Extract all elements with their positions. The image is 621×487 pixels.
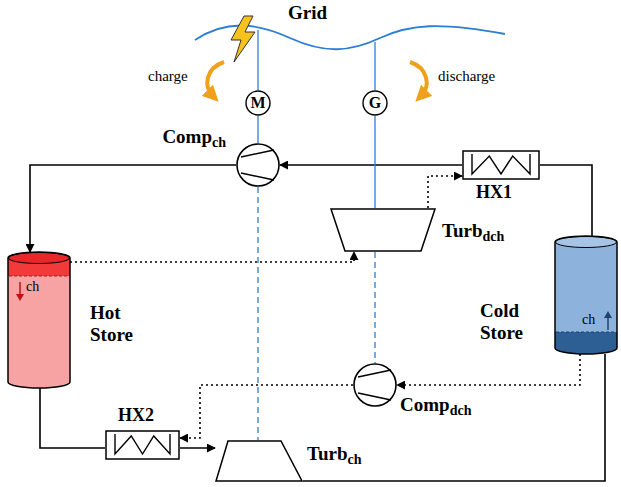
flow-line	[180, 385, 353, 438]
node-label: ch	[582, 312, 595, 328]
shape-outline	[462, 150, 540, 180]
flow-line	[40, 388, 105, 448]
generator-circle: G	[362, 90, 388, 116]
shape-outline	[215, 440, 303, 482]
subscript-label: ch	[348, 452, 362, 468]
trapezoid-outline	[216, 441, 302, 481]
subscript-label: ch	[212, 135, 226, 151]
circle-outline	[246, 91, 270, 115]
hot-store-tank: Hot Storech	[8, 252, 70, 388]
flow-line	[30, 165, 236, 252]
subscript-label: dch	[450, 403, 472, 419]
turbine-symbol: Turbdch	[330, 208, 436, 252]
shape-outline	[105, 430, 180, 460]
node-label: Cold Store	[480, 300, 523, 344]
node-label: HX1	[476, 182, 512, 203]
level-arrow-head	[16, 294, 24, 301]
node-label: Hot Store	[90, 302, 133, 346]
node-label: Turb	[307, 443, 348, 465]
shape-outline	[8, 252, 70, 388]
tank-level	[556, 332, 616, 333]
circle-outline	[354, 364, 396, 406]
shape-outline	[555, 236, 617, 354]
circle-outline	[363, 91, 387, 115]
tank-body	[8, 252, 70, 388]
node-label: G	[369, 94, 381, 112]
heat-exchanger: HX2	[105, 430, 180, 460]
node-label: HX2	[118, 405, 154, 426]
shaft-line	[374, 116, 375, 208]
trapezoid-outline	[331, 209, 435, 251]
charge-arrow	[207, 62, 224, 96]
node-label: Turb	[442, 220, 483, 242]
turbine-symbol: Turbch	[215, 440, 303, 482]
compressor-blade	[358, 393, 391, 400]
heat-exchanger-coil	[115, 434, 170, 454]
node-label: Comp	[400, 394, 450, 416]
shape-outline	[353, 363, 397, 407]
cold-store-tank: Cold Storech	[555, 236, 617, 354]
shaft-line	[257, 187, 258, 440]
mode-label: charge	[148, 68, 188, 85]
shape-outline	[236, 143, 280, 187]
subscript-label: dch	[483, 229, 505, 245]
lightning-icon	[231, 16, 255, 62]
shaft-line	[257, 116, 258, 143]
compressor-symbol: Compdch	[353, 363, 397, 407]
flow-line	[180, 447, 215, 449]
flow-line	[303, 354, 605, 481]
motor-circle: M	[245, 90, 271, 116]
grid-label: Grid	[288, 2, 327, 24]
tank-outline	[8, 252, 70, 388]
flow-line	[428, 176, 462, 208]
grid-wire	[257, 30, 258, 90]
flow-line	[70, 252, 354, 262]
shape-outline	[330, 208, 436, 252]
level-arrow	[19, 282, 21, 296]
flow-line	[540, 165, 592, 236]
circle-outline	[237, 144, 279, 186]
tank-outline	[555, 236, 617, 354]
mode-label: discharge	[438, 68, 495, 85]
heat-exchanger-coil	[472, 154, 530, 174]
box-outline	[106, 431, 179, 459]
node-label: M	[250, 94, 265, 112]
level-arrow	[607, 316, 609, 330]
tank-level	[9, 276, 69, 277]
compressor-blade	[358, 370, 391, 377]
compressor-symbol: Compch	[236, 143, 280, 187]
compressor-blade	[241, 173, 274, 180]
flow-line	[280, 164, 462, 166]
node-label: ch	[26, 279, 39, 295]
discharge-arrow	[410, 62, 427, 96]
shaft-line	[374, 252, 375, 363]
grid-wire	[374, 42, 375, 90]
heat-exchanger: HX1	[462, 150, 540, 180]
level-arrow-head	[604, 311, 612, 318]
tank-cold-layer	[555, 332, 617, 354]
tank-hot-layer	[8, 252, 70, 276]
tank-body	[555, 236, 617, 354]
flow-line	[397, 354, 580, 385]
node-label: Comp	[162, 126, 212, 148]
box-outline	[463, 151, 539, 179]
compressor-blade	[241, 150, 274, 157]
